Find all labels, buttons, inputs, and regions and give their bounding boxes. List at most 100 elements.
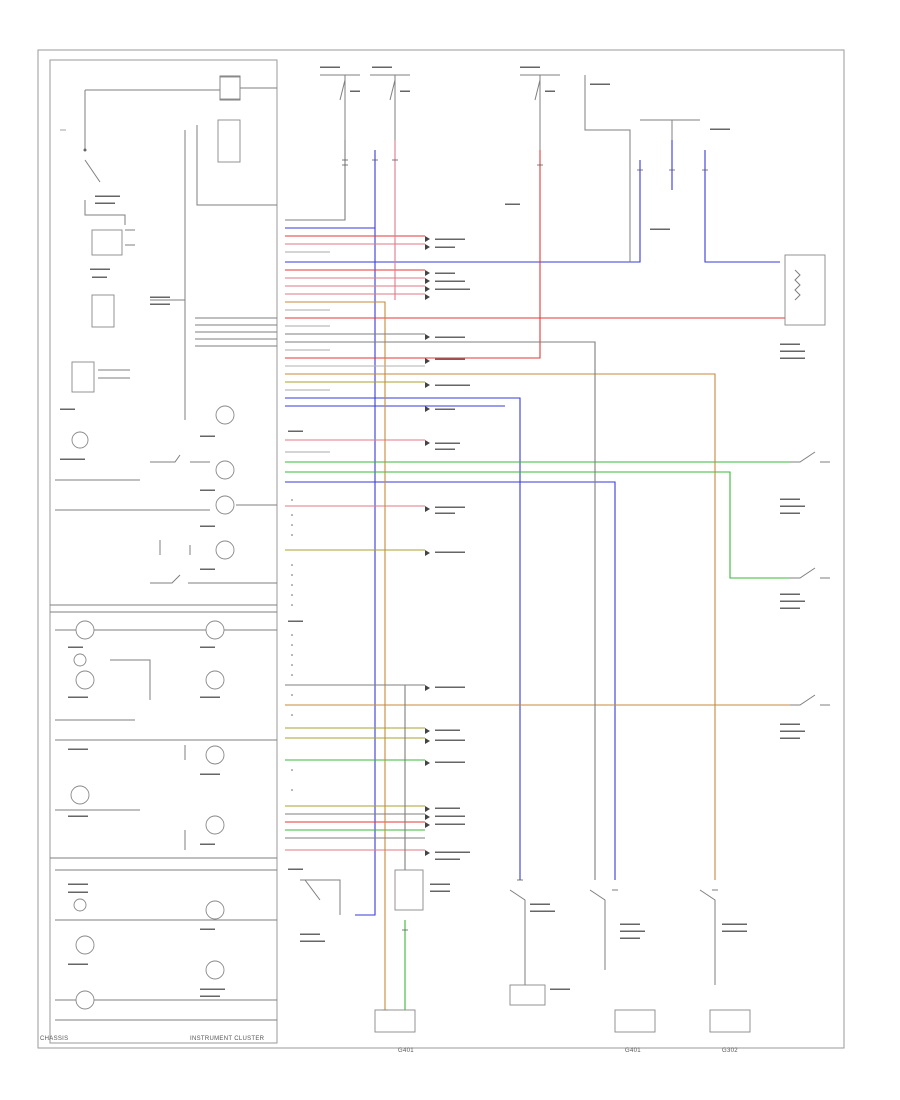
svg-text:▬▬▬: ▬▬▬ [200,926,215,932]
svg-text:▬▬▬▬: ▬▬▬▬ [430,881,450,887]
svg-text:▬▬▬: ▬▬▬ [200,841,215,847]
svg-text:▬▬▬▬▬▬▬: ▬▬▬▬▬▬▬ [435,382,470,388]
svg-text:▬▬▬▬▬▬: ▬▬▬▬▬▬ [435,737,465,743]
svg-text:▬▬▬▬: ▬▬▬▬ [435,270,455,276]
svg-text:▬▬▬▬▬: ▬▬▬▬▬ [435,856,460,862]
diagram-frame [37,49,845,1049]
ground-label-3: G302 [722,1048,738,1054]
svg-text:▬▬▬▬: ▬▬▬▬ [150,294,170,300]
svg-text:▬▬▬▬▬: ▬▬▬▬▬ [530,908,555,914]
svg-text:▬▬▬▬: ▬▬▬▬ [68,813,88,819]
svg-text:▬▬▬: ▬▬▬ [200,566,215,572]
svg-text:▬▬▬▬: ▬▬▬▬ [435,244,455,250]
ground-label-2: G401 [625,1048,641,1054]
svg-text:▬▬▬▬: ▬▬▬▬ [435,446,455,452]
svg-text:▬▬▬▬▬▬: ▬▬▬▬▬▬ [435,334,465,340]
svg-text:▬▬▬▬: ▬▬▬▬ [320,64,340,70]
svg-text:▬▬▬: ▬▬▬ [200,523,215,529]
svg-text:▬▬▬▬: ▬▬▬▬ [435,510,455,516]
svg-text:▬▬▬▬: ▬▬▬▬ [200,993,220,999]
svg-text:▬▬▬▬▬: ▬▬▬▬▬ [780,348,805,354]
svg-text:▬▬▬▬▬: ▬▬▬▬▬ [722,928,747,934]
svg-text:▬▬▬▬: ▬▬▬▬ [650,226,670,232]
svg-text:▬▬▬▬▬: ▬▬▬▬▬ [300,938,325,944]
svg-text:▬▬▬▬: ▬▬▬▬ [95,200,115,206]
svg-text:▬▬▬▬: ▬▬▬▬ [68,881,88,887]
svg-text:▬▬▬▬▬: ▬▬▬▬▬ [780,503,805,509]
svg-text:▬▬▬▬: ▬▬▬▬ [200,771,220,777]
instrument-cluster-internals: ▬▬▬▬▬▬▬▬▬ ▬▬▬▬▬▬▬ ▬▬▬▬▬▬▬▬ ▬▬▬▬▬▬▬▬ ▬▬▬▬… [50,75,277,1021]
svg-text:▬▬▬▬: ▬▬▬▬ [520,64,540,70]
svg-text:▬▬▬▬▬: ▬▬▬▬▬ [435,805,460,811]
svg-text:▬▬▬▬▬: ▬▬▬▬▬ [722,921,747,927]
svg-text:▬▬▬▬: ▬▬▬▬ [530,901,550,907]
svg-text:▬▬▬: ▬▬▬ [288,428,303,434]
svg-text:▬▬▬▬▬: ▬▬▬▬▬ [435,440,460,446]
ground-box-1 [374,1009,416,1033]
svg-text:▬▬▬▬▬: ▬▬▬▬▬ [620,928,645,934]
svg-text:▬▬▬: ▬▬▬ [505,201,520,207]
svg-text:▬▬▬: ▬▬▬ [200,487,215,493]
svg-text:▬▬▬▬▬: ▬▬▬▬▬ [200,986,225,992]
svg-text:▬▬▬▬: ▬▬▬▬ [550,986,570,992]
svg-text:▬▬▬▬: ▬▬▬▬ [780,721,800,727]
svg-text:▬▬▬▬: ▬▬▬▬ [150,301,170,307]
svg-text:▬▬▬▬▬▬: ▬▬▬▬▬▬ [435,549,465,555]
svg-text:▬▬▬: ▬▬▬ [288,866,303,872]
svg-text:▬▬: ▬▬ [350,88,360,94]
svg-text:▬▬▬: ▬▬▬ [200,433,215,439]
footer-left-label: CHASSIS [40,1036,68,1042]
svg-text:▬▬▬▬▬▬▬: ▬▬▬▬▬▬▬ [435,286,470,292]
svg-text:▬▬▬▬▬▬: ▬▬▬▬▬▬ [435,759,465,765]
svg-text:▬▬▬▬▬: ▬▬▬▬▬ [780,355,805,361]
svg-text:▬▬▬: ▬▬▬ [288,618,303,624]
svg-text:▬▬▬▬: ▬▬▬▬ [90,266,110,272]
svg-text:▬▬▬▬: ▬▬▬▬ [710,126,730,132]
svg-text:▬▬▬: ▬▬▬ [92,274,107,280]
svg-text:▬▬▬▬: ▬▬▬▬ [780,510,800,516]
right-side-components: ▬▬▬▬▬▬▬▬▬▬▬▬▬▬ ▬▬▬▬▬▬▬▬▬▬▬▬▬ ▬▬▬▬▬▬▬▬▬▬▬… [780,254,830,741]
svg-text:▬▬▬▬: ▬▬▬▬ [780,591,800,597]
svg-text:▬▬▬▬: ▬▬▬▬ [68,694,88,700]
svg-text:▬▬▬▬: ▬▬▬▬ [590,81,610,87]
colored-wires [285,140,790,1010]
svg-text:▬▬▬▬: ▬▬▬▬ [780,341,800,347]
ground-label-1: G401 [398,1048,414,1054]
svg-text:▬▬▬▬: ▬▬▬▬ [68,961,88,967]
ground-box-2 [614,1009,656,1033]
svg-text:▬▬▬▬: ▬▬▬▬ [780,735,800,741]
svg-text:▬▬▬▬: ▬▬▬▬ [435,406,455,412]
svg-text:▬▬▬▬▬▬: ▬▬▬▬▬▬ [435,278,465,284]
ground-box-3 [709,1009,751,1033]
top-power-sources: ▬▬▬▬▬▬▬▬▬▬▬▬ ▬▬▬▬▬▬ ▬▬▬▬▬▬▬▬ ▬▬▬▬▬▬▬ [320,64,730,1011]
svg-text:▬▬▬▬: ▬▬▬▬ [68,746,88,752]
svg-text:▬▬▬▬▬▬: ▬▬▬▬▬▬ [435,813,465,819]
svg-text:▬▬▬▬: ▬▬▬▬ [372,64,392,70]
svg-text:▬▬▬▬▬: ▬▬▬▬▬ [95,193,120,199]
svg-text:▬▬▬▬: ▬▬▬▬ [300,931,320,937]
svg-text:▬▬: ▬▬ [545,88,555,94]
svg-text:▬▬: ▬▬ [400,88,410,94]
footer-center-label: INSTRUMENT CLUSTER [190,1036,265,1042]
svg-text:▬▬▬▬▬: ▬▬▬▬▬ [435,727,460,733]
svg-text:▬▬▬▬▬▬▬: ▬▬▬▬▬▬▬ [435,849,470,855]
svg-text:▬▬▬▬▬: ▬▬▬▬▬ [780,598,805,604]
svg-text:▬▬▬▬▬▬: ▬▬▬▬▬▬ [435,356,465,362]
svg-text:▬▬▬▬: ▬▬▬▬ [200,694,220,700]
svg-text:▬▬▬▬▬: ▬▬▬▬▬ [780,728,805,734]
svg-text:▬▬▬▬▬▬: ▬▬▬▬▬▬ [435,684,465,690]
svg-text:▬▬▬▬: ▬▬▬▬ [780,496,800,502]
svg-text:▬▬▬▬: ▬▬▬▬ [68,889,88,895]
svg-text:▬▬▬▬▬▬: ▬▬▬▬▬▬ [435,504,465,510]
connector-arrows: ▬▬▬▬▬▬▬▬▬▬ ▬▬▬▬▬▬▬▬▬▬▬▬▬▬▬▬▬ ▬▬▬▬▬▬▬▬▬▬▬… [425,236,470,862]
svg-text:▬▬▬▬: ▬▬▬▬ [430,888,450,894]
svg-text:▬▬▬▬▬: ▬▬▬▬▬ [60,456,85,462]
svg-text:▬▬▬▬▬▬: ▬▬▬▬▬▬ [435,821,465,827]
svg-text:▬▬▬▬: ▬▬▬▬ [620,921,640,927]
svg-text:▬▬▬▬▬▬: ▬▬▬▬▬▬ [435,236,465,242]
svg-text:▬▬▬: ▬▬▬ [200,644,215,650]
svg-text:▬▬▬: ▬▬▬ [68,644,83,650]
svg-text:▬▬▬: ▬▬▬ [60,406,75,412]
svg-text:▬▬▬▬: ▬▬▬▬ [780,605,800,611]
svg-text:▬▬▬▬: ▬▬▬▬ [620,935,640,941]
